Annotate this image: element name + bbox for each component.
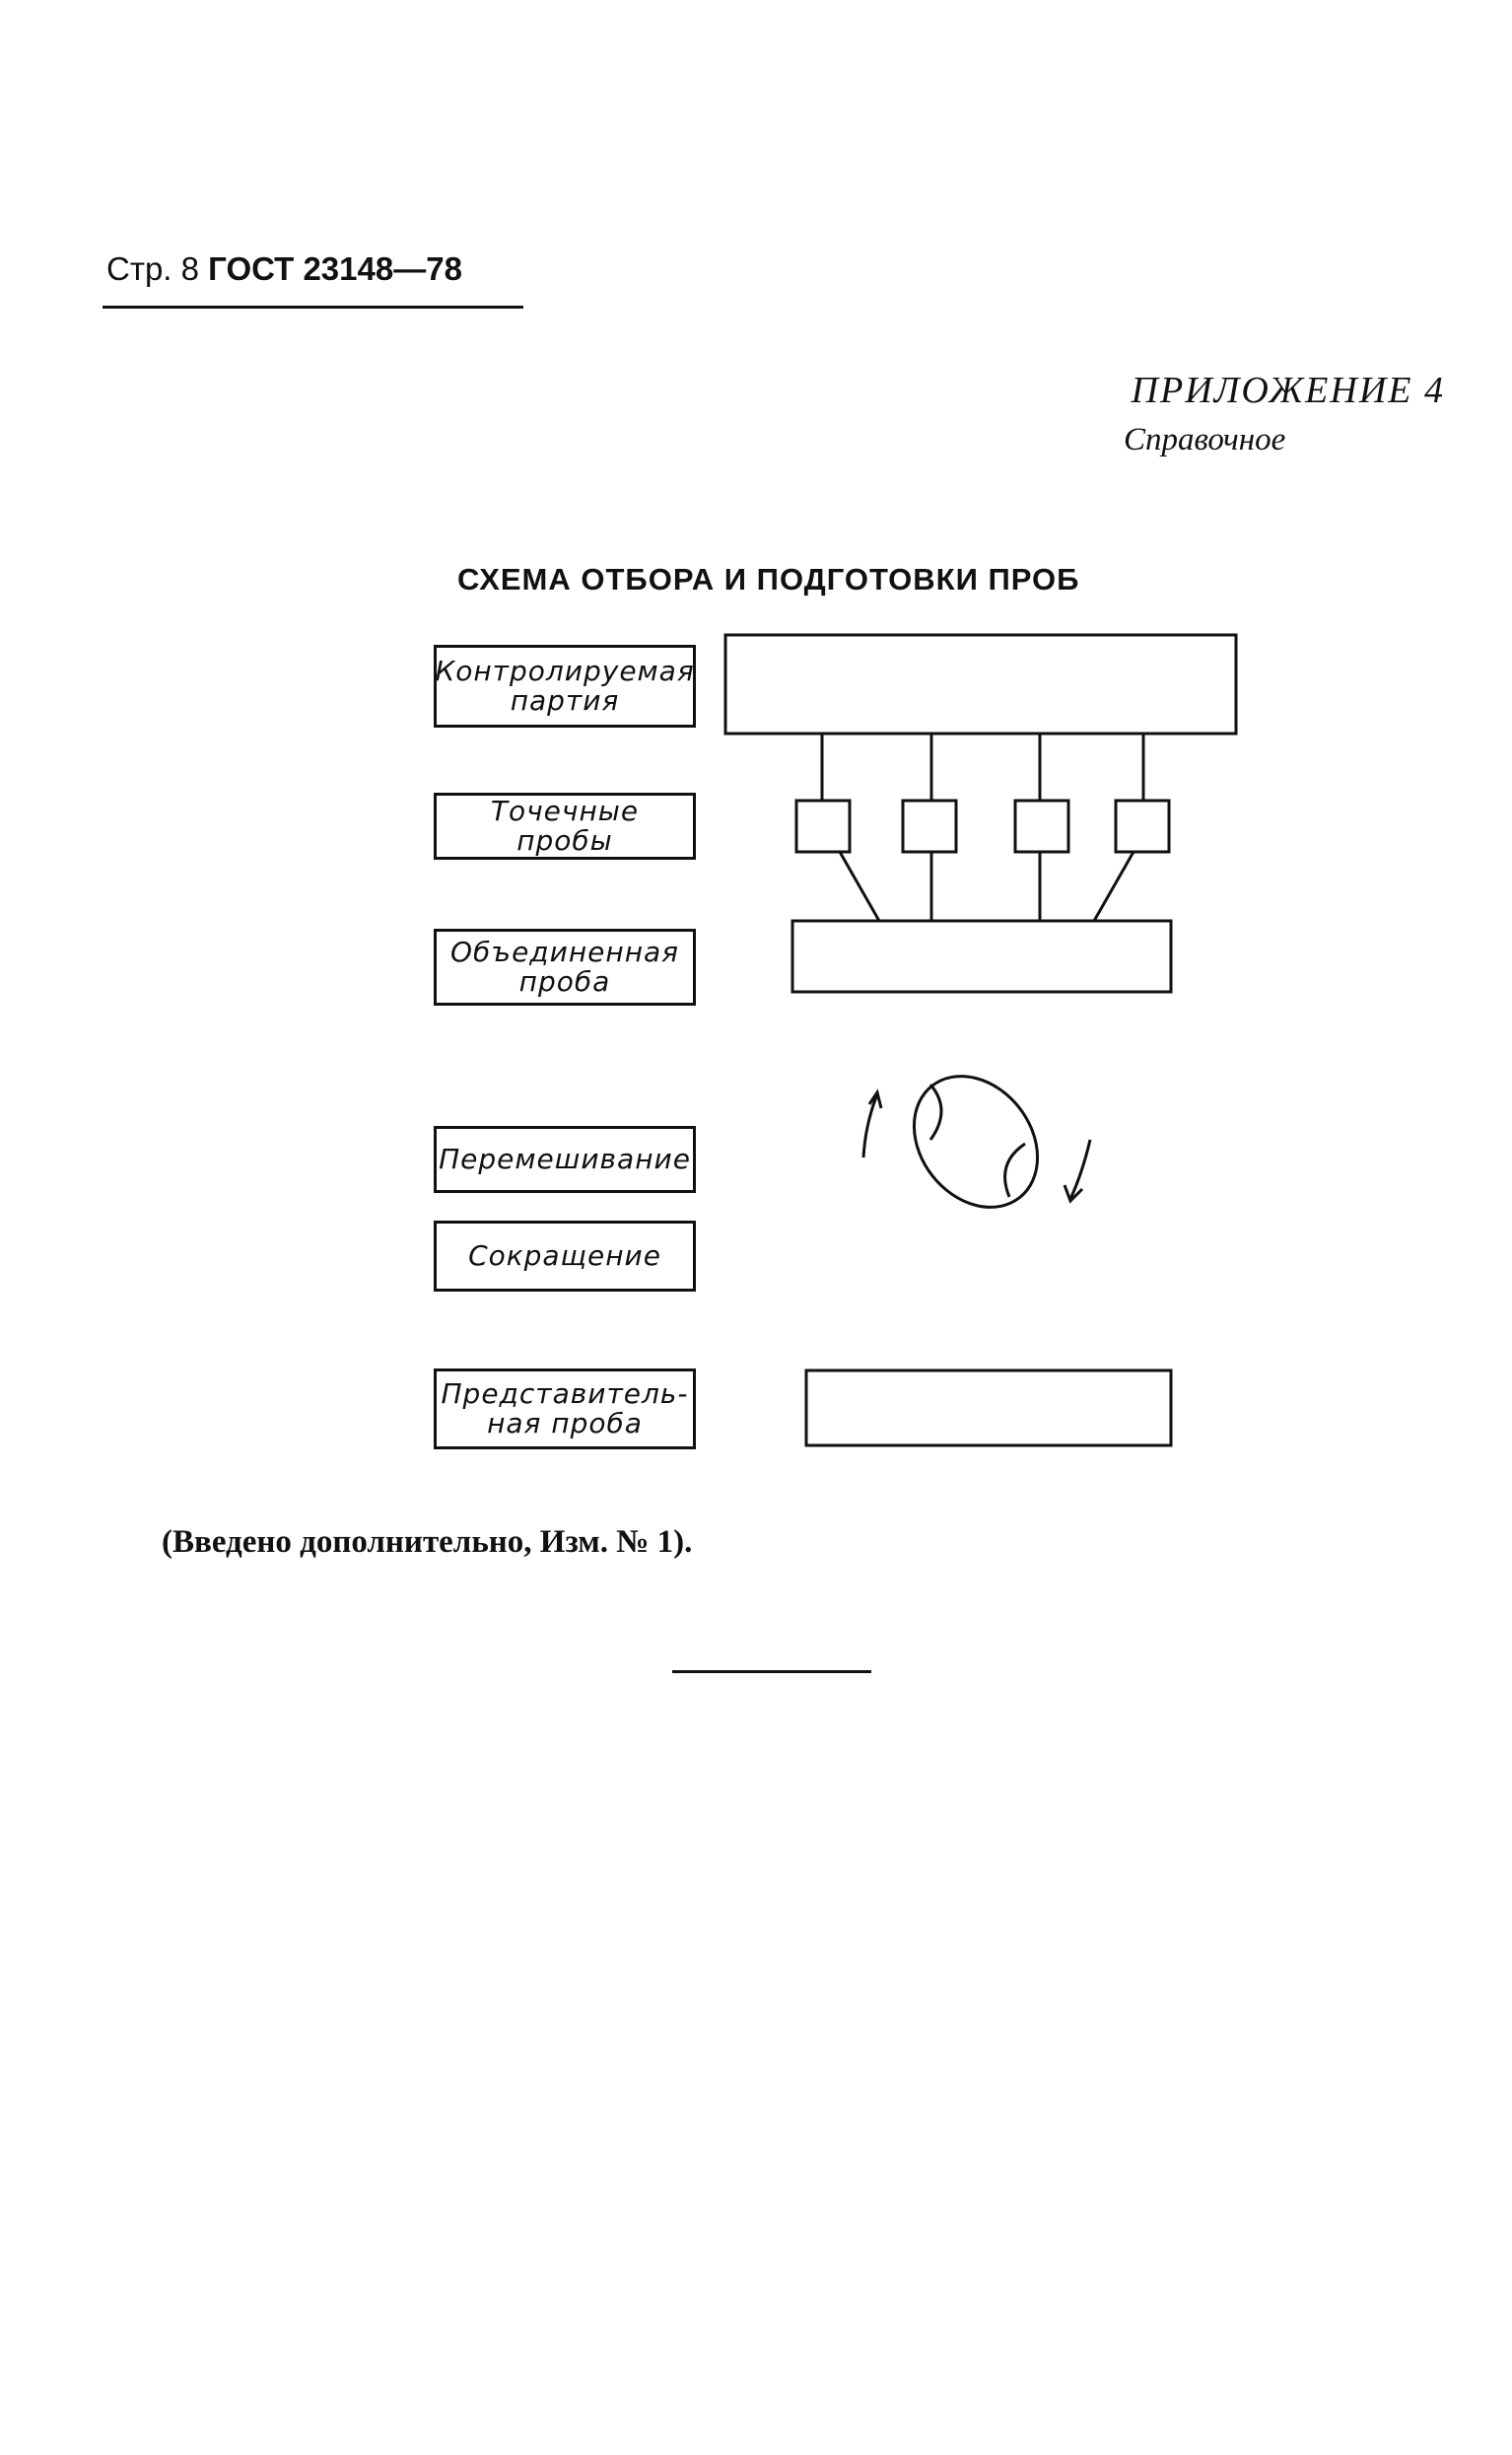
rotation-arrow-down-icon xyxy=(1063,1139,1092,1204)
spot-sample-box xyxy=(794,799,852,854)
mixing-drum-icon xyxy=(912,1075,1040,1209)
header-rule xyxy=(103,306,523,309)
label-spot-samples: Точечные пробы xyxy=(434,793,696,860)
label-batch-line1: Контролируемая xyxy=(435,655,695,687)
label-mixing: Перемешивание xyxy=(434,1126,696,1193)
spot-sample-box xyxy=(1013,799,1070,854)
label-representative-line2: ная проба xyxy=(487,1407,643,1439)
amendment-note: (Введено дополнительно, Изм. № 1). xyxy=(162,1524,693,1560)
appendix-title: ПРИЛОЖЕНИЕ 4 xyxy=(1131,370,1445,411)
label-combined-line1: Объединенная xyxy=(449,936,680,968)
label-spot-line2: пробы xyxy=(516,824,613,857)
label-spot-line1: Точечные xyxy=(490,795,640,827)
label-representative-line1: Представитель- xyxy=(441,1377,689,1410)
label-combined-sample: Объединенная проба xyxy=(434,929,696,1006)
label-mixing-text: Перемешивание xyxy=(439,1143,691,1175)
connector-line xyxy=(838,851,881,922)
label-reduction: Сокращение xyxy=(434,1221,696,1292)
label-batch-line2: партия xyxy=(510,684,620,717)
end-rule xyxy=(672,1670,871,1673)
label-representative-sample: Представитель- ная проба xyxy=(434,1368,696,1449)
label-combined-line2: проба xyxy=(518,965,611,998)
combined-sample-box xyxy=(790,919,1173,994)
page-header: Стр. 8 ГОСТ 23148—78 xyxy=(106,250,462,288)
appendix-subtitle: Справочное xyxy=(1124,422,1286,457)
page-number: Стр. 8 xyxy=(106,250,199,287)
connector-line xyxy=(1092,851,1135,922)
batch-box xyxy=(723,633,1238,736)
representative-sample-box xyxy=(804,1368,1173,1447)
label-batch: Контролируемая партия xyxy=(434,645,696,728)
rotation-arrow-up-icon xyxy=(861,1088,883,1158)
spot-sample-box xyxy=(901,799,958,854)
spot-sample-box xyxy=(1114,799,1171,854)
standard-number: ГОСТ 23148—78 xyxy=(208,250,462,287)
label-reduction-text: Сокращение xyxy=(468,1239,661,1272)
scheme-title: СХЕМА ОТБОРА И ПОДГОТОВКИ ПРОБ xyxy=(457,562,1080,596)
